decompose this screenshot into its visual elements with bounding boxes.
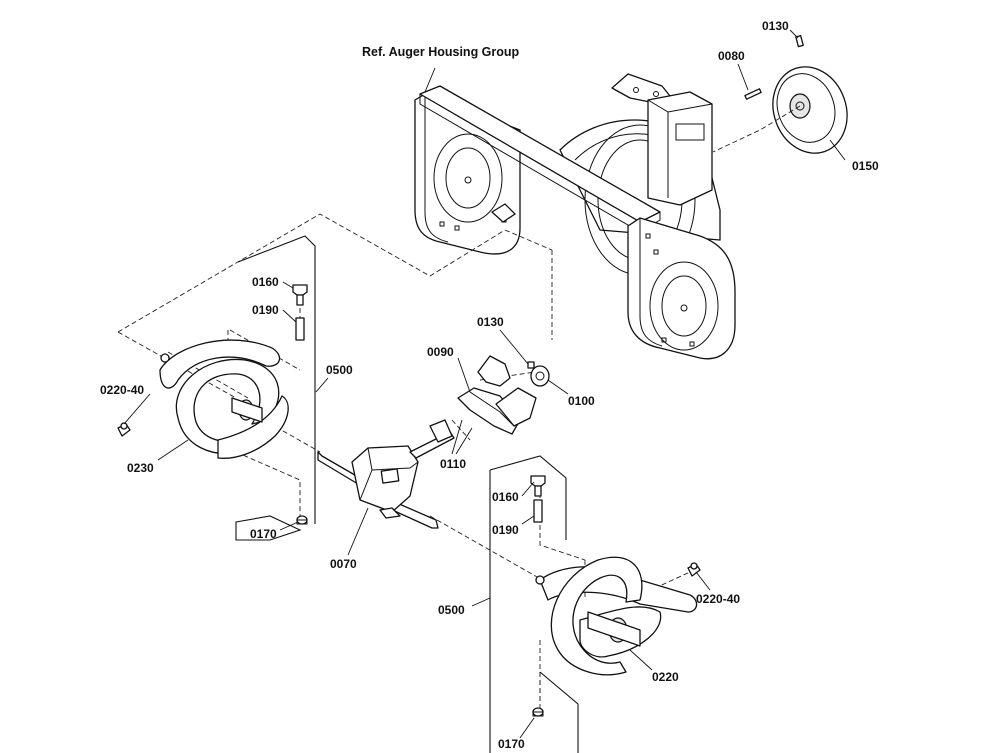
- bracket-0500-left-top: [237, 235, 316, 524]
- callout-0090: 0090: [427, 345, 454, 359]
- callout-0160-right: 0160: [492, 490, 519, 504]
- callout-0230: 0230: [127, 461, 154, 475]
- impeller-0090: [457, 355, 537, 435]
- spacer-0190-left: [295, 317, 305, 341]
- bushing-0100: [530, 365, 550, 387]
- title-ref-auger-housing: Ref. Auger Housing Group: [362, 45, 520, 59]
- callout-0070: 0070: [330, 557, 357, 571]
- callout-0160-left: 0160: [252, 275, 279, 289]
- nut-0170-right: [532, 707, 544, 717]
- nut-0170-left: [296, 515, 308, 525]
- callout-0190-left: 0190: [252, 303, 279, 317]
- bracket-0500-right-bottom: [539, 671, 579, 753]
- key-0080: [744, 88, 762, 100]
- grease-fitting-0220-40-right: [687, 562, 701, 577]
- callout-0110: 0110: [440, 457, 466, 471]
- pulley-0150: [772, 66, 848, 154]
- callout-0500-right: 0500: [438, 603, 465, 617]
- leader-lines: [123, 29, 846, 739]
- callout-0220-40-left: 0220-40: [100, 383, 144, 397]
- bolt-0160-left: [292, 284, 308, 306]
- callout-0220-40-right: 0220-40: [696, 592, 740, 606]
- callout-0150: 0150: [852, 159, 879, 173]
- callout-0100: 0100: [568, 394, 595, 408]
- spacer-0190-right: [533, 499, 543, 523]
- pulley-axis-line: [712, 105, 801, 153]
- setscrew-0130-mid: [527, 361, 535, 369]
- callout-0170-right: 0170: [498, 737, 525, 751]
- gearbox-0070: [317, 419, 455, 529]
- callout-0500-left: 0500: [326, 363, 353, 377]
- callout-0130-mid: 0130: [477, 315, 504, 329]
- callout-0170-left: 0170: [250, 527, 277, 541]
- auger-0220: [535, 556, 698, 676]
- setscrew-0130-top: [795, 35, 804, 48]
- bracket-0500-left-bottom: [235, 515, 302, 541]
- callout-0130-top: 0130: [762, 19, 789, 33]
- callout-0080: 0080: [718, 49, 745, 63]
- grease-fitting-0220-40-left: [117, 422, 131, 437]
- bolt-0160-right: [530, 475, 546, 497]
- auger-0230: [159, 339, 289, 459]
- callout-0190-right: 0190: [492, 523, 519, 537]
- bracket-0500-right-top: [489, 455, 567, 540]
- callout-0220: 0220: [652, 670, 679, 684]
- auger-housing: [414, 73, 736, 360]
